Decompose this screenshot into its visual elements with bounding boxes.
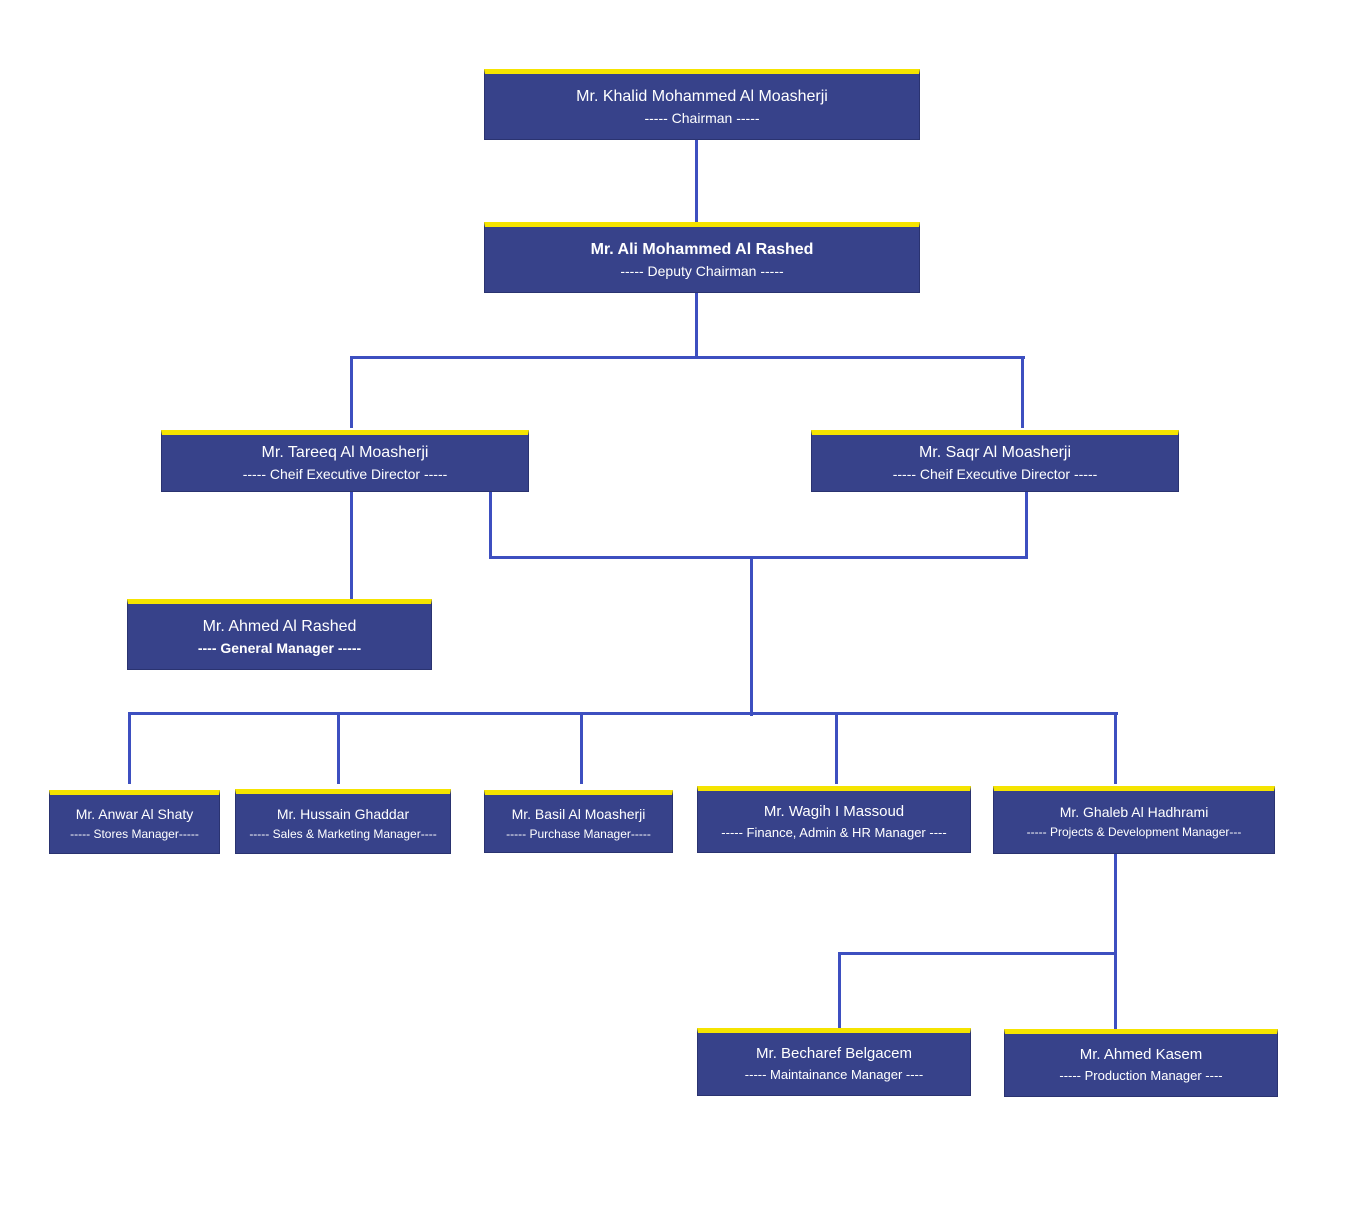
connector-deputy-down xyxy=(695,292,698,359)
node-sales-manager: Mr. Hussain Ghaddar ----- Sales & Market… xyxy=(235,789,451,854)
node-general-manager: Mr. Ahmed Al Rashed ---- General Manager… xyxy=(127,599,432,670)
connector-tareeq-to-gm xyxy=(350,492,353,599)
node-purchase-manager: Mr. Basil Al Moasherji ----- Purchase Ma… xyxy=(484,790,673,853)
connector-projects-bar xyxy=(838,952,1117,955)
ced-saqr-name: Mr. Saqr Al Moasherji xyxy=(918,444,1072,461)
node-ced-tareeq: Mr. Tareeq Al Moasherji ----- Cheif Exec… xyxy=(161,430,529,492)
node-production-manager: Mr. Ahmed Kasem ----- Production Manager… xyxy=(1004,1029,1278,1097)
projects-role: ----- Projects & Development Manager--- xyxy=(1026,825,1242,840)
connector-to-sales xyxy=(337,712,340,784)
node-maintenance-manager: Mr. Becharef Belgacem ----- Maintainance… xyxy=(697,1028,971,1096)
chairman-role: ----- Chairman ----- xyxy=(644,109,760,126)
node-deputy-chairman: Mr. Ali Mohammed Al Rashed ----- Deputy … xyxy=(484,222,920,293)
sales-name: Mr. Hussain Ghaddar xyxy=(276,805,410,822)
connector-to-maintenance xyxy=(838,952,841,1036)
finance-role: ----- Finance, Admin & HR Manager ---- xyxy=(721,824,947,840)
maintenance-name: Mr. Becharef Belgacem xyxy=(756,1045,912,1063)
connector-to-saqr xyxy=(1021,356,1024,428)
connector-executives-bar xyxy=(350,356,1025,359)
node-ced-saqr: Mr. Saqr Al Moasherji ----- Cheif Execut… xyxy=(811,430,1179,492)
ced-tareeq-role: ----- Cheif Executive Director ----- xyxy=(242,466,448,483)
node-chairman: Mr. Khalid Mohammed Al Moasherji ----- C… xyxy=(484,69,920,140)
stores-role: ----- Stores Manager----- xyxy=(70,827,199,842)
production-role: ----- Production Manager ---- xyxy=(1059,1068,1223,1084)
ced-saqr-role: ----- Cheif Executive Director ----- xyxy=(892,466,1098,483)
connector-saqr-down xyxy=(1025,492,1028,559)
connector-to-purchase xyxy=(580,712,583,784)
connector-projects-down xyxy=(1114,854,1117,1038)
purchase-name: Mr. Basil Al Moasherji xyxy=(511,805,646,822)
connector-to-projects xyxy=(1114,712,1117,784)
deputy-name: Mr. Ali Mohammed Al Rashed xyxy=(590,240,814,258)
general-manager-role: ---- General Manager ----- xyxy=(197,639,362,656)
finance-name: Mr. Wagih I Massoud xyxy=(763,802,905,820)
ced-tareeq-name: Mr. Tareeq Al Moasherji xyxy=(261,444,429,461)
sales-role: ----- Sales & Marketing Manager---- xyxy=(249,826,437,841)
production-name: Mr. Ahmed Kasem xyxy=(1079,1046,1203,1064)
chairman-name: Mr. Khalid Mohammed Al Moasherji xyxy=(576,87,828,105)
maintenance-role: ----- Maintainance Manager ---- xyxy=(744,1067,924,1083)
connector-chairman-deputy xyxy=(695,140,698,224)
node-finance-manager: Mr. Wagih I Massoud ----- Finance, Admin… xyxy=(697,786,971,853)
general-manager-name: Mr. Ahmed Al Rashed xyxy=(202,617,357,635)
connector-executives-join xyxy=(489,556,1028,559)
node-stores-manager: Mr. Anwar Al Shaty ----- Stores Manager-… xyxy=(49,790,220,854)
stores-name: Mr. Anwar Al Shaty xyxy=(75,806,194,823)
connector-managers-bar xyxy=(128,712,1118,715)
purchase-role: ----- Purchase Manager----- xyxy=(506,826,651,841)
connector-to-managers xyxy=(750,556,753,716)
deputy-role: ----- Deputy Chairman ----- xyxy=(620,262,784,279)
node-projects-manager: Mr. Ghaleb Al Hadhrami ----- Projects & … xyxy=(993,786,1275,854)
connector-to-finance xyxy=(835,712,838,784)
connector-to-stores xyxy=(128,712,131,784)
connector-tareeq-right xyxy=(489,487,492,559)
connector-to-tareeq xyxy=(350,356,353,428)
projects-name: Mr. Ghaleb Al Hadhrami xyxy=(1059,804,1209,821)
